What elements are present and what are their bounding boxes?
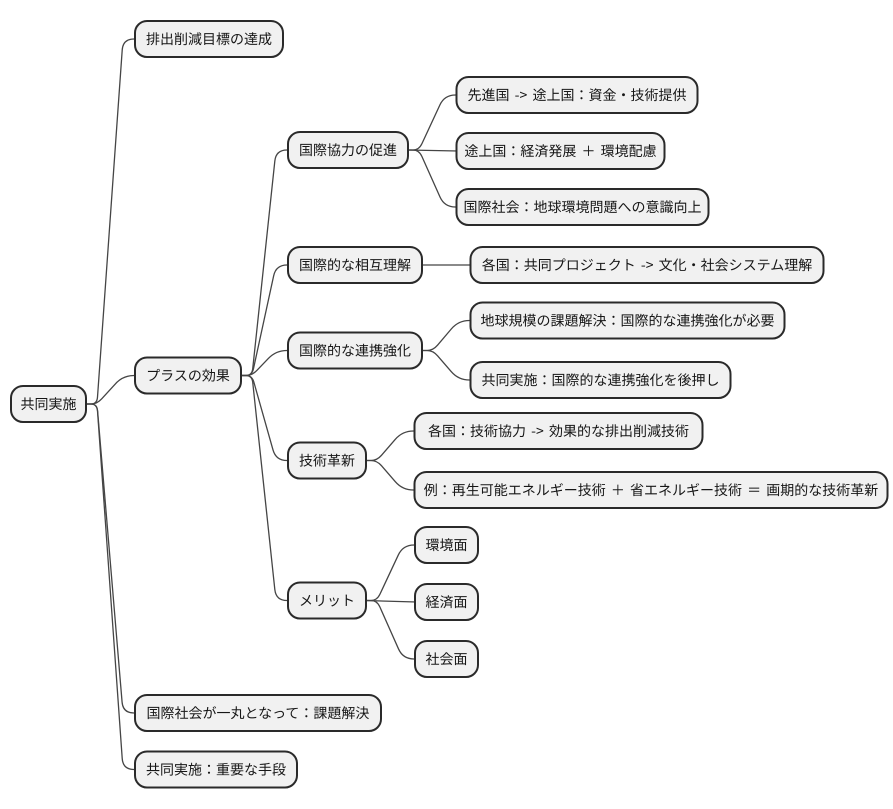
node-label-plus: プラスの効果 [146,366,230,386]
node-label-mutual: 国際的な相互理解 [299,255,411,275]
node-box-root [10,385,87,423]
mindmap-node-merit: メリット [287,581,367,620]
mindmap-node-coop: 国際協力の促進 [287,131,409,169]
node-box-partner2 [469,361,732,399]
edge-plus-merit [240,374,290,602]
mindmap-node-means: 共同実施：重要な手段 [134,750,298,789]
node-box-means [134,750,298,789]
node-label-coop3: 国際社会：地球環境問題への意識向上 [464,197,702,217]
edge-innovation-innov2 [365,459,416,491]
node-label-coop1: 先進国 -> 途上国：資金・技術提供 [468,85,687,105]
mindmap-node-plus: プラスの効果 [134,356,242,395]
edge-coop-coop3 [407,149,458,208]
edge-partnership-partner1 [421,319,472,352]
node-box-merit1 [414,526,479,564]
edge-partnership-partner2 [421,349,472,381]
node-label-unite: 国際社会が一丸となって：課題解決 [147,703,370,723]
node-label-partner1: 地球規模の課題解決：国際的な連携強化が必要 [481,311,775,331]
node-label-merit: メリット [299,591,355,611]
mindmap-node-coop1: 先進国 -> 途上国：資金・技術提供 [455,76,699,114]
node-box-merit [287,581,367,620]
node-label-merit2: 経済面 [426,592,468,612]
node-label-mutual1: 各国：共同プロジェクト -> 文化・社会システム理解 [482,255,812,275]
node-box-innov1 [413,412,704,450]
node-label-merit3: 社会面 [426,649,468,669]
node-label-goal: 排出削減目標の達成 [146,29,272,49]
mindmap-node-partner1: 地球規模の課題解決：国際的な連携強化が必要 [469,301,786,340]
node-box-partnership [287,331,423,370]
mindmap-node-innovation: 技術革新 [287,441,367,480]
node-box-innov2 [413,471,889,509]
node-box-coop2 [455,132,666,170]
mindmap-node-merit2: 経済面 [414,583,479,621]
node-box-mutual1 [469,246,825,284]
mindmap-node-partner2: 共同実施：国際的な連携強化を後押し [469,361,732,399]
edge-innovation-innov1 [365,430,416,462]
node-box-merit3 [414,640,479,678]
node-box-unite [134,694,382,732]
node-box-innovation [287,441,367,480]
edge-root-unite [85,403,137,714]
node-label-innov2: 例：再生可能エネルギー技術 ＋ 省エネルギー技術 ＝ 画期的な技術革新 [424,480,879,500]
node-label-root: 共同実施 [21,394,77,414]
mindmap-node-innov2: 例：再生可能エネルギー技術 ＋ 省エネルギー技術 ＝ 画期的な技術革新 [413,471,889,509]
node-box-coop1 [455,76,699,114]
edge-merit-merit1 [365,544,417,602]
node-box-partner1 [469,301,786,340]
mindmap-node-unite: 国際社会が一丸となって：課題解決 [134,694,382,732]
edge-root-goal [85,38,137,405]
edge-plus-partnership [240,349,290,377]
node-label-coop2: 途上国：経済発展 ＋ 環境配慮 [464,141,656,161]
node-label-innovation: 技術革新 [299,451,355,471]
mindmap-node-merit3: 社会面 [414,640,479,678]
node-box-goal [134,20,284,58]
node-label-coop: 国際協力の促進 [299,140,397,160]
mindmap-node-mutual: 国際的な相互理解 [287,246,423,284]
edge-root-plus [85,374,137,405]
mindmap-node-coop2: 途上国：経済発展 ＋ 環境配慮 [455,132,666,170]
mindmap-node-root: 共同実施 [10,385,87,423]
edge-merit-merit3 [365,599,417,660]
mindmap-node-innov1: 各国：技術協力 -> 効果的な排出削減技術 [413,412,704,450]
edge-root-means [85,403,137,771]
node-label-partner2: 共同実施：国際的な連携強化を後押し [482,370,720,390]
mindmap-node-merit1: 環境面 [414,526,479,564]
node-label-means: 共同実施：重要な手段 [146,760,286,780]
edge-plus-mutual [240,264,290,377]
edge-plus-coop [240,149,290,377]
mindmap-node-mutual1: 各国：共同プロジェクト -> 文化・社会システム理解 [469,246,825,284]
node-box-merit2 [414,583,479,621]
node-label-innov1: 各国：技術協力 -> 効果的な排出削減技術 [428,421,689,441]
node-label-merit1: 環境面 [426,535,468,555]
node-label-partnership: 国際的な連携強化 [299,341,411,361]
mindmap-node-coop3: 国際社会：地球環境問題への意識向上 [455,188,710,226]
mindmap-node-goal: 排出削減目標の達成 [134,20,284,58]
node-box-plus [134,356,242,395]
mindmap-node-partnership: 国際的な連携強化 [287,331,423,370]
node-box-coop3 [455,188,710,226]
edge-plus-innovation [240,374,290,462]
edge-coop-coop1 [407,94,458,151]
node-box-coop [287,131,409,169]
node-box-mutual [287,246,423,284]
